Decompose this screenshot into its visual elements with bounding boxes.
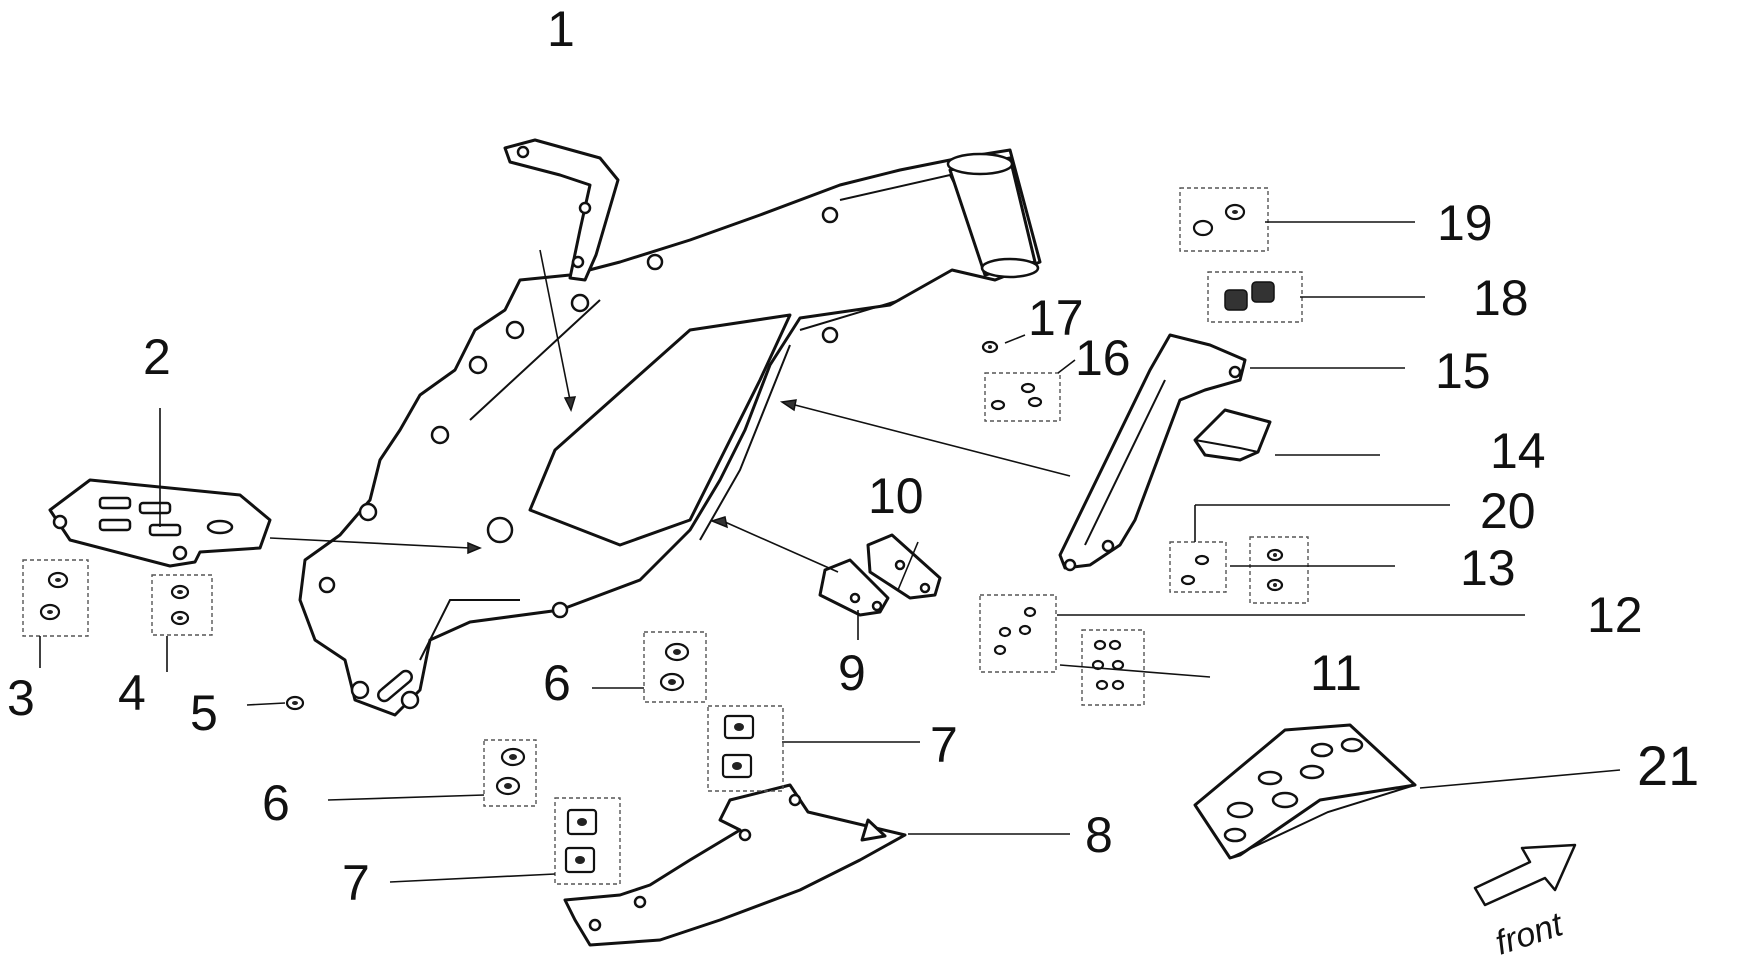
callout-9: 9: [838, 645, 866, 701]
callout-16: 16: [1075, 330, 1131, 386]
callout-4: 4: [118, 665, 146, 721]
callout-1: 1: [547, 1, 575, 57]
callout-20: 20: [1480, 483, 1536, 539]
main-frame: [298, 148, 1042, 717]
part-10-bracket: [866, 533, 942, 600]
callout-10: 10: [868, 468, 924, 524]
part-15-rail: [1058, 333, 1247, 572]
leader-lines: [39, 221, 1621, 883]
callout-18: 18: [1473, 270, 1529, 326]
callout-15: 15: [1435, 343, 1491, 399]
callout-13: 13: [1460, 540, 1516, 596]
part-21-foot-pad: [1193, 723, 1417, 860]
hardware-nuts: [39, 203, 1284, 874]
callout-3: 3: [7, 670, 35, 726]
callout-8: 8: [1085, 807, 1113, 863]
callout-numbers: 1 2 3 4 5 6 6 7 7 8 9 10 11 12 13 14 15 …: [7, 1, 1699, 911]
callout-7a: 7: [930, 717, 958, 773]
callout-14: 14: [1490, 423, 1546, 479]
front-label: front: [1491, 905, 1569, 963]
part-14-clip: [1193, 408, 1272, 462]
callout-19: 19: [1437, 195, 1493, 251]
callout-11: 11: [1310, 645, 1362, 701]
callout-2: 2: [143, 329, 171, 385]
callout-5: 5: [190, 685, 218, 741]
callout-6b: 6: [262, 775, 290, 831]
callout-6a: 6: [543, 655, 571, 711]
hardware-boxes: [22, 187, 1309, 885]
callout-21: 21: [1637, 734, 1699, 797]
callout-17: 17: [1028, 290, 1084, 346]
front-direction-arrow: front: [1473, 843, 1577, 963]
part-1-upper-bracket: [503, 138, 620, 282]
part-9-bracket: [818, 558, 890, 617]
part-8-skid-bracket: [563, 783, 907, 947]
callout-12: 12: [1587, 587, 1643, 643]
callout-7b: 7: [342, 855, 370, 911]
